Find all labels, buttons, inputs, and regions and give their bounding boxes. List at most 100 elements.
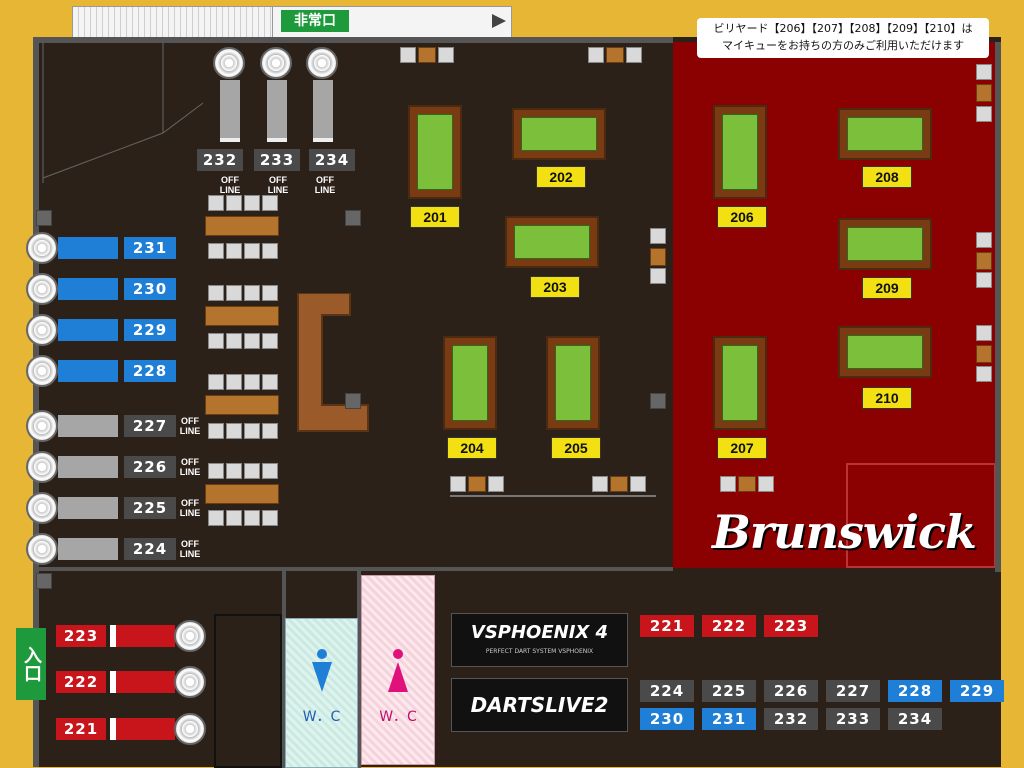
dart-lane	[58, 415, 118, 437]
exit-arrow-icon	[492, 14, 506, 28]
table-label-208: 208	[862, 166, 912, 188]
stool	[262, 510, 278, 526]
stool	[262, 333, 278, 349]
stool	[226, 195, 242, 211]
dart-number-223[interactable]: 223	[56, 625, 106, 647]
billiard-table-210[interactable]	[838, 326, 932, 378]
offline-label: OFF LINE	[179, 539, 201, 559]
dart-number-228[interactable]: 228	[124, 360, 176, 382]
dart-number-232[interactable]: 232	[197, 149, 243, 171]
stool	[262, 374, 278, 390]
dart-number-225[interactable]: 225	[124, 497, 176, 519]
stool	[226, 463, 242, 479]
chair	[650, 228, 666, 244]
stool	[208, 374, 224, 390]
billiard-table-207[interactable]	[713, 336, 767, 430]
bench	[205, 395, 279, 415]
legend-226[interactable]: 226	[764, 680, 818, 702]
billiard-table-208[interactable]	[838, 108, 932, 160]
billiard-table-202[interactable]	[512, 108, 606, 160]
stool	[244, 463, 260, 479]
wall-right	[995, 42, 1001, 572]
dartboard-icon	[26, 355, 58, 387]
table-label-204: 204	[447, 437, 497, 459]
billiard-table-209[interactable]	[838, 218, 932, 270]
woman-icon	[388, 649, 408, 692]
dart-number-224[interactable]: 224	[124, 538, 176, 560]
dart-number-227[interactable]: 227	[124, 415, 176, 437]
dartboard-icon	[174, 666, 206, 698]
stool	[226, 423, 242, 439]
dart-number-221[interactable]: 221	[56, 718, 106, 740]
stool	[208, 423, 224, 439]
dart-lane	[110, 718, 175, 740]
chair	[758, 476, 774, 492]
bench	[205, 484, 279, 504]
stool	[208, 195, 224, 211]
dart-number-226[interactable]: 226	[124, 456, 176, 478]
chair	[588, 47, 604, 63]
legend-225[interactable]: 225	[702, 680, 756, 702]
legend-227[interactable]: 227	[826, 680, 880, 702]
billiard-table-203[interactable]	[505, 216, 599, 268]
legend-228[interactable]: 228	[888, 680, 942, 702]
bench	[205, 216, 279, 236]
dartboard-icon	[26, 492, 58, 524]
table-label-205: 205	[551, 437, 601, 459]
pillar	[36, 210, 52, 226]
billiard-table-201[interactable]	[408, 105, 462, 199]
storage-room	[214, 614, 282, 768]
stool	[208, 510, 224, 526]
legend-230[interactable]: 230	[640, 708, 694, 730]
legend-232[interactable]: 232	[764, 708, 818, 730]
dartslive-logo-text: DARTSLIVE2	[470, 693, 609, 717]
table-label-202: 202	[536, 166, 586, 188]
side-table	[418, 47, 436, 63]
billiard-table-206[interactable]	[713, 105, 767, 199]
stool	[226, 243, 242, 259]
chair	[976, 272, 992, 288]
dart-number-222[interactable]: 222	[56, 671, 106, 693]
vsphoenix-logo-main: VSPHOENIX 4	[470, 622, 609, 643]
railing	[450, 495, 656, 497]
table-label-203: 203	[530, 276, 580, 298]
chair	[976, 106, 992, 122]
dartslive-logo: DARTSLIVE2	[451, 678, 628, 732]
legend-223[interactable]: 223	[764, 615, 818, 637]
dartboard-icon	[26, 273, 58, 305]
brunswick-logo: Brunswick	[712, 505, 977, 559]
offline-label: OFF LINE	[179, 416, 201, 436]
chair	[976, 325, 992, 341]
legend-222[interactable]: 222	[702, 615, 756, 637]
dart-lane	[58, 456, 118, 478]
chair	[488, 476, 504, 492]
legend-234[interactable]: 234	[888, 708, 942, 730]
chair	[450, 476, 466, 492]
legend-231[interactable]: 231	[702, 708, 756, 730]
dart-number-234[interactable]: 234	[309, 149, 355, 171]
billiard-table-204[interactable]	[443, 336, 497, 430]
legend-224[interactable]: 224	[640, 680, 694, 702]
stool	[262, 423, 278, 439]
pillar	[650, 393, 666, 409]
dart-number-230[interactable]: 230	[124, 278, 176, 300]
dartboard-icon	[26, 314, 58, 346]
stool	[244, 333, 260, 349]
billiard-table-205[interactable]	[546, 336, 600, 430]
stool	[262, 195, 278, 211]
legend-221[interactable]: 221	[640, 615, 694, 637]
side-table	[606, 47, 624, 63]
emergency-exit-sign: 非常口	[281, 10, 349, 32]
dart-lane	[58, 497, 118, 519]
side-table	[976, 345, 992, 363]
pillar	[345, 210, 361, 226]
legend-229[interactable]: 229	[950, 680, 1004, 702]
stool	[208, 333, 224, 349]
dart-lane	[220, 80, 240, 142]
offline-label: OFF LINE	[219, 175, 241, 195]
legend-233[interactable]: 233	[826, 708, 880, 730]
dart-number-229[interactable]: 229	[124, 319, 176, 341]
dart-number-233[interactable]: 233	[254, 149, 300, 171]
dart-number-231[interactable]: 231	[124, 237, 176, 259]
notice-line1: ビリヤード【206】【207】【208】【209】【210】は	[713, 22, 973, 35]
